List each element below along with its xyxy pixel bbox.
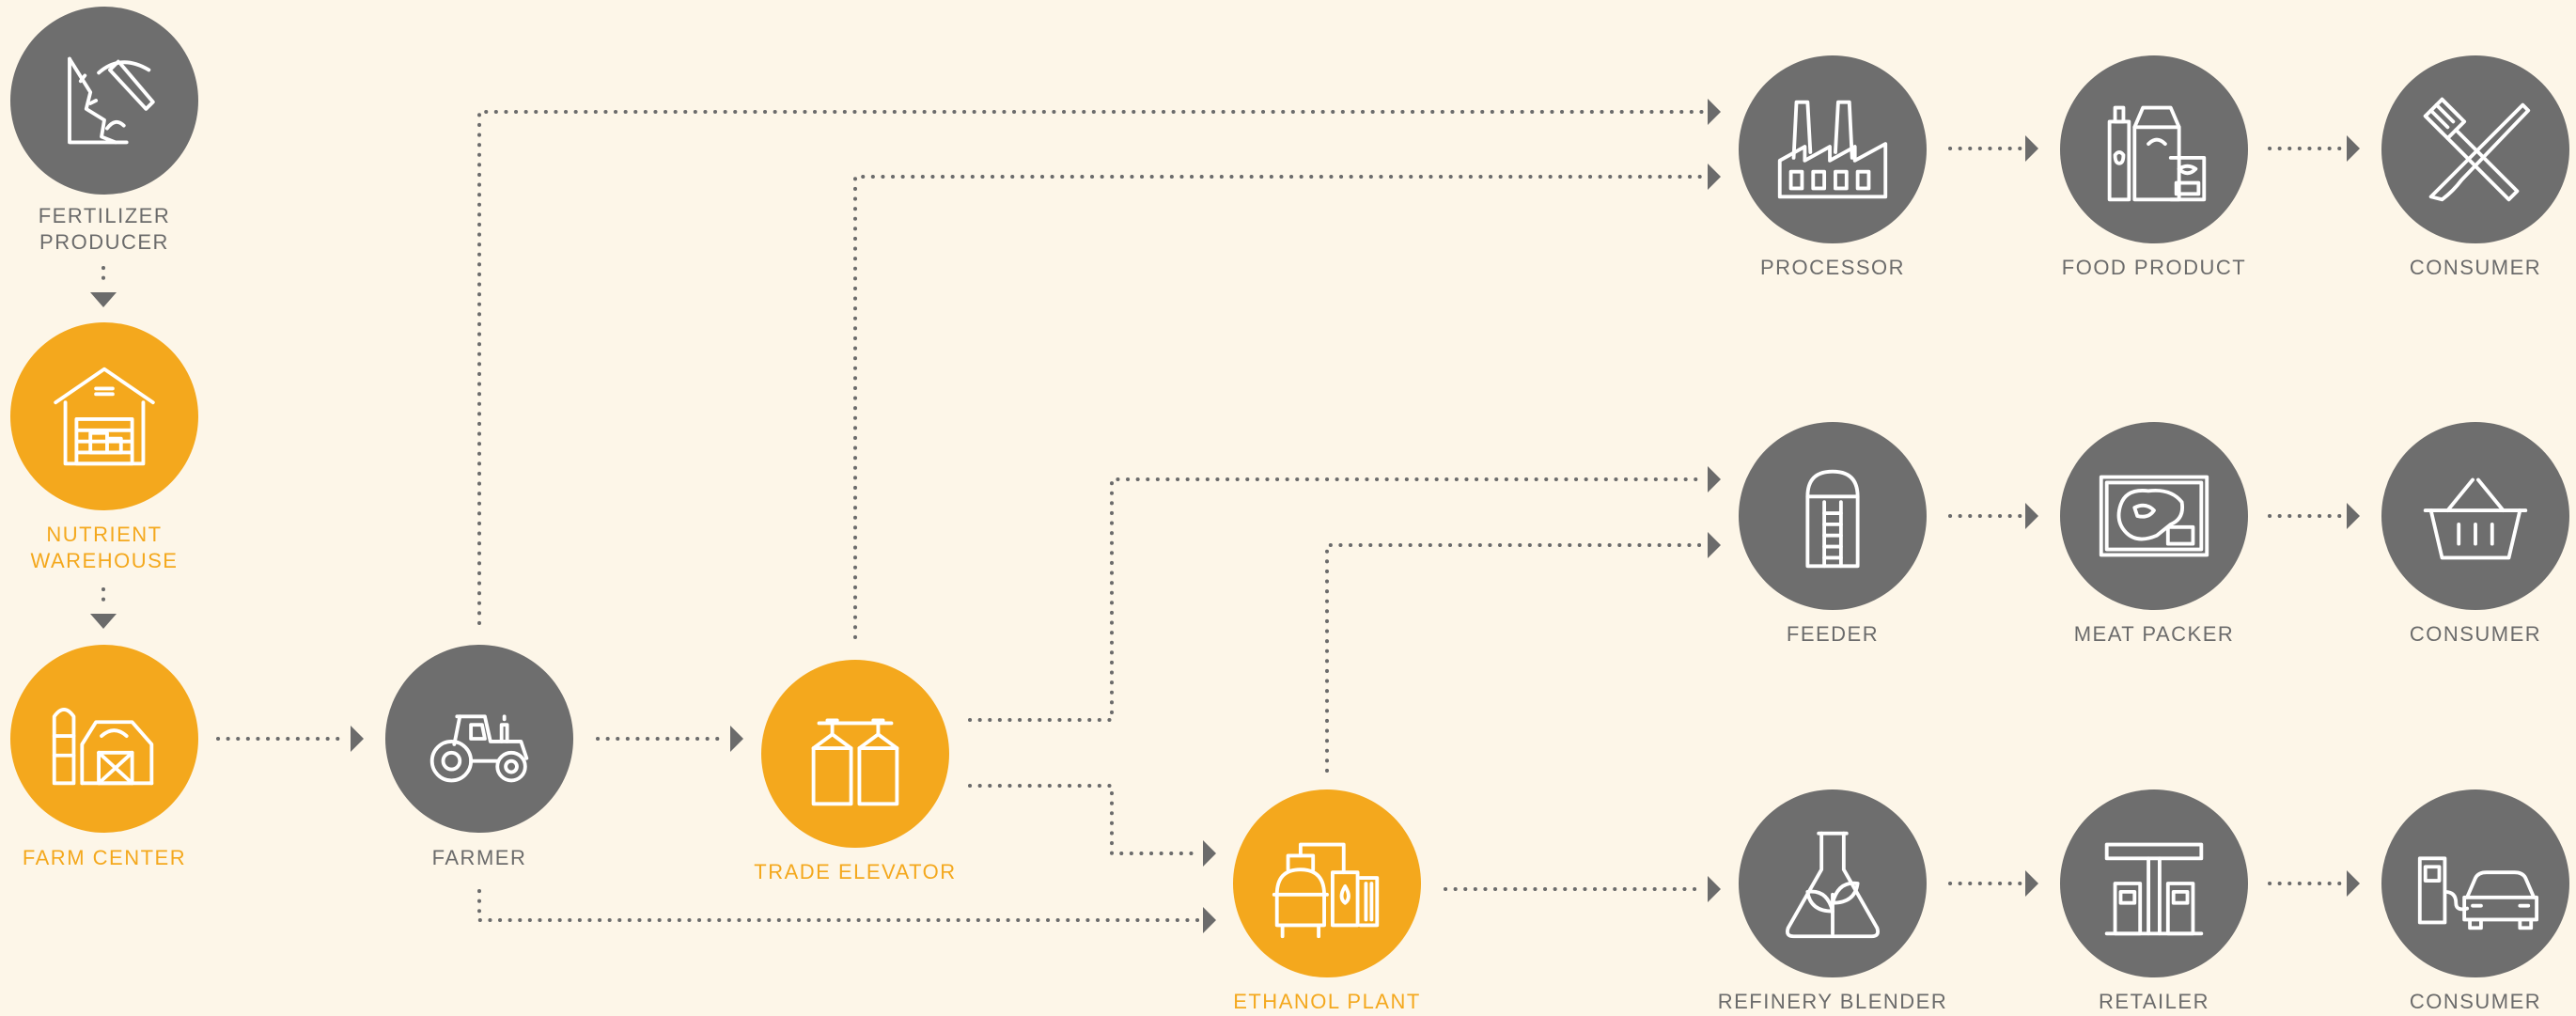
consumer-food-node[interactable]	[2381, 55, 2569, 243]
food-product-node[interactable]	[2060, 55, 2248, 243]
fork-knife-icon	[2423, 97, 2531, 202]
barn-silo-icon	[52, 708, 154, 786]
trade-elevator-node[interactable]	[761, 660, 949, 848]
edge-farmer-to-processor	[477, 99, 1721, 625]
edge-feeder-to-meat-packer	[1948, 503, 2038, 529]
consumer-meat-label: CONSUMER	[2409, 622, 2542, 646]
shopping-basket-icon	[2423, 477, 2528, 560]
farmer-label: FARMER	[431, 846, 527, 869]
edge-farmer-to-ethanol-plant	[477, 889, 1216, 933]
farm-center-node[interactable]	[10, 645, 198, 833]
edge-farm-center-to-farmer	[216, 726, 364, 752]
farmer-node[interactable]	[385, 645, 573, 833]
edge-farmer-to-trade-elevator	[596, 726, 743, 752]
refinery-blender-label: REFINERY BLENDER	[1717, 990, 1948, 1013]
farm-center-label: FARM CENTER	[22, 846, 187, 869]
flask-leaves-icon	[1785, 831, 1881, 939]
edge-retailer-to-consumer	[2268, 870, 2360, 897]
edge-food-product-to-consumer	[2268, 135, 2360, 162]
silo-ladder-icon	[1805, 469, 1860, 569]
edge-refinery-to-retailer	[1948, 870, 2038, 897]
retailer-label: RETAILER	[2099, 990, 2209, 1013]
meat-tray-icon	[2099, 475, 2209, 557]
consumer-food-label: CONSUMER	[2409, 256, 2542, 279]
meat-packer-node[interactable]	[2060, 422, 2248, 610]
edge-warehouse-to-farm-center	[90, 587, 117, 629]
feeder-node[interactable]	[1739, 422, 1927, 610]
edge-trade-elevator-to-processor	[853, 164, 1721, 639]
edge-processor-to-food-product	[1948, 135, 2038, 162]
grain-bins-icon	[811, 718, 899, 806]
tractor-icon	[429, 714, 529, 783]
refinery-tanks-icon	[1272, 842, 1380, 939]
consumer-meat-node[interactable]	[2381, 422, 2569, 610]
warehouse-icon	[54, 367, 155, 466]
consumer-fuel-label: CONSUMER	[2409, 990, 2542, 1013]
edge-meat-packer-to-consumer	[2268, 503, 2360, 529]
retailer-node[interactable]	[2060, 789, 2248, 977]
edge-trade-elevator-to-ethanol-plant	[968, 784, 1216, 867]
edge-trade-elevator-to-feeder	[968, 466, 1721, 722]
edge-fertilizer-to-warehouse	[90, 266, 117, 307]
processor-node[interactable]	[1739, 55, 1927, 243]
edge-ethanol-plant-to-refinery	[1444, 876, 1721, 902]
mining-pickaxe-icon	[68, 56, 155, 145]
processor-label: PROCESSOR	[1759, 256, 1906, 279]
fertilizer-producer-node[interactable]	[10, 7, 198, 195]
ethanol-plant-label: ETHANOL PLANT	[1233, 990, 1421, 1013]
food-packages-icon	[2107, 105, 2207, 202]
gas-station-icon	[2104, 842, 2204, 936]
consumer-fuel-node[interactable]	[2381, 789, 2569, 977]
nutrient-warehouse-label: NUTRIENT WAREHOUSE	[30, 523, 179, 572]
food-product-label: FOOD PRODUCT	[2061, 256, 2247, 279]
ethanol-plant-node[interactable]	[1233, 789, 1421, 977]
refinery-blender-node[interactable]	[1739, 789, 1927, 977]
edge-ethanol-plant-to-feeder	[1325, 532, 1721, 773]
feeder-label: FEEDER	[1786, 622, 1880, 646]
fuel-pump-car-icon	[2417, 856, 2539, 930]
meat-packer-label: MEAT PACKER	[2073, 622, 2235, 646]
nutrient-warehouse-node[interactable]	[10, 322, 198, 510]
fertilizer-producer-label: FERTILIZER PRODUCER	[38, 204, 171, 254]
factory-icon	[1777, 100, 1888, 199]
trade-elevator-label: TRADE ELEVATOR	[754, 860, 957, 883]
